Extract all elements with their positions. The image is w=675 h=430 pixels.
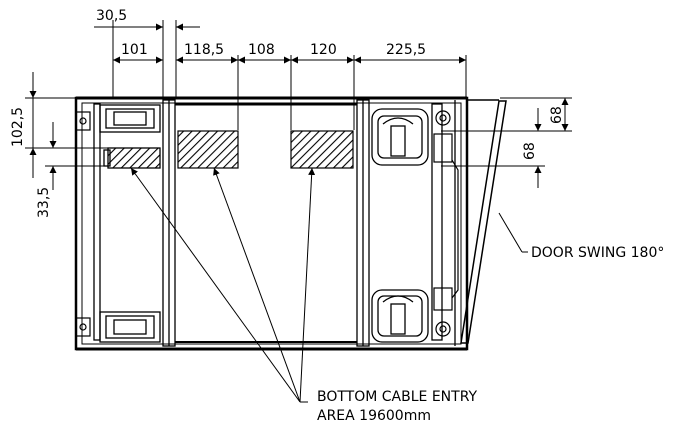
- hinge-top: [371, 108, 429, 166]
- dim-right-upper: 68: [549, 106, 565, 124]
- bottom-left-connector: [99, 311, 161, 343]
- dim-left-large: 102,5: [10, 107, 26, 147]
- dim-top-1: 118,5: [184, 42, 224, 58]
- cable-entry-area-1: [177, 130, 239, 169]
- door-panel: [460, 99, 507, 344]
- top-left-connector: [99, 104, 161, 169]
- dim-top-small: 30,5: [96, 8, 127, 24]
- dim-top-0: 101: [121, 42, 148, 58]
- hinge-bottom: [371, 289, 429, 343]
- dimension-lines-right: [441, 97, 572, 188]
- dimension-lines-top: [94, 20, 467, 130]
- mounting-holes-right: [433, 110, 459, 337]
- door-swing-label: DOOR SWING 180°: [531, 245, 664, 261]
- dim-top-2: 108: [248, 42, 275, 58]
- cable-entry-label-line1: BOTTOM CABLE ENTRY: [317, 389, 478, 405]
- cable-entry-area-2: [290, 130, 354, 169]
- dim-top-4: 225,5: [386, 42, 426, 58]
- mounting-holes-left: [75, 111, 91, 337]
- dim-left-small: 33,5: [36, 187, 52, 218]
- cable-entry-label-line2: AREA 19600mm: [317, 408, 431, 424]
- dim-top-3: 120: [310, 42, 337, 58]
- dimension-lines-left: [25, 72, 108, 190]
- leader-lines: [130, 167, 528, 403]
- dim-right-lower: 68: [522, 142, 538, 160]
- frame-members: [93, 99, 456, 347]
